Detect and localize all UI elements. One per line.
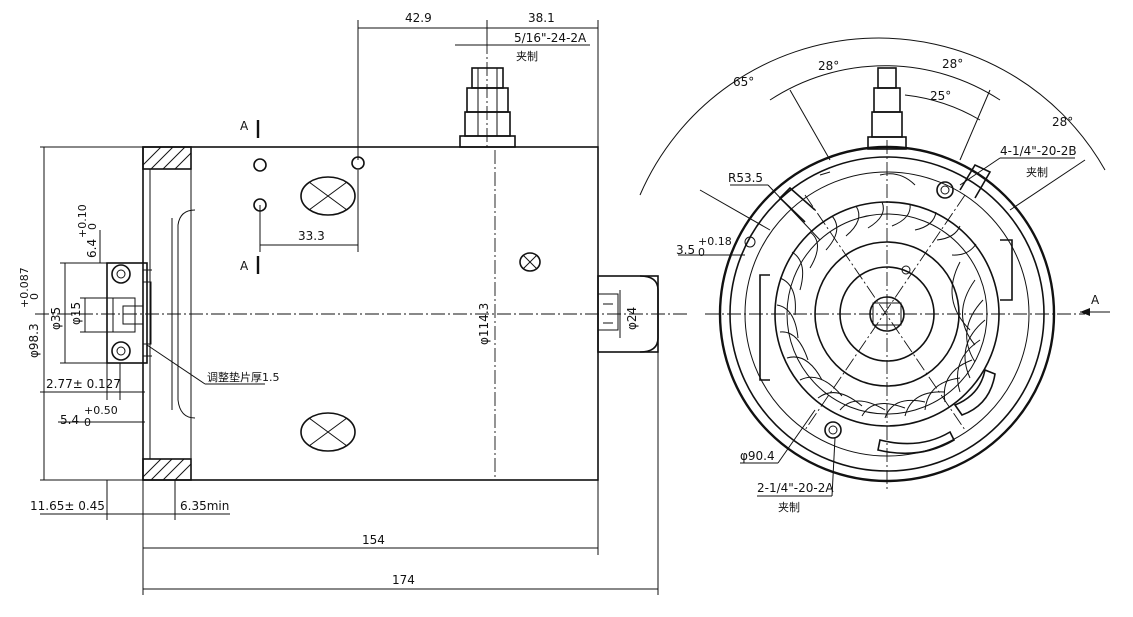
bearing-block xyxy=(106,262,148,364)
dim-3-5-tol2: 0 xyxy=(698,246,705,259)
thread-right-label: 4-1/4"-20-2B xyxy=(1000,144,1077,158)
angle-28-a: 28° xyxy=(818,59,839,73)
dim-3-5: 3.5 xyxy=(676,243,695,257)
dim-38-1: 38.1 xyxy=(528,11,555,25)
section-a-label-top: A xyxy=(240,119,249,133)
dim-6-4-tol: +0.10 xyxy=(76,204,89,238)
dim-11-65: 11.65± 0.45 xyxy=(30,499,105,513)
outer-housing-circle xyxy=(718,145,1056,483)
end-cap-hatch-bottom xyxy=(142,458,192,481)
angle-28-b: 28° xyxy=(942,57,963,71)
fan-blades xyxy=(776,201,986,419)
end-terminal-stud xyxy=(867,67,907,150)
dim-dia-98-3: φ98.3 xyxy=(27,323,41,358)
angle-28-c: 28° xyxy=(1052,115,1073,129)
end-hole xyxy=(824,421,842,439)
dim-3-5-tol: +0.18 xyxy=(698,235,732,248)
bearing-ball-bottom xyxy=(111,341,131,361)
dim-dia-114-3: φ114.3 xyxy=(477,303,491,345)
dim-6-4-tol2: 0 xyxy=(86,223,99,230)
dim-dia-90-4: φ90.4 xyxy=(740,449,775,463)
thread-bottom-label: 2-1/4"-20-2A xyxy=(757,481,834,495)
dim-5-4-tol: +0.50 xyxy=(84,404,118,417)
mount-hole xyxy=(253,158,267,172)
dim-dia-24: φ24 xyxy=(625,307,639,330)
dim-dia-35: φ35 xyxy=(49,307,63,330)
thread-bottom-note: 夹制 xyxy=(778,501,800,514)
bearing-ball-top xyxy=(111,264,131,284)
end-view: 65° 28° 28° 25° 28° 4-1/4"-20-2B 夹制 R53.… xyxy=(639,37,1110,514)
angle-25: 25° xyxy=(930,89,951,103)
fan-outer-circle xyxy=(774,201,1000,427)
thread-right-note: 夹制 xyxy=(1026,166,1048,179)
thread-top-label: 5/16"-24-2A xyxy=(514,31,587,45)
end-hole xyxy=(936,181,954,199)
side-view: A A 42.9 38.1 5/16"-24-2A 夹制 33.3 φ114.3… xyxy=(18,11,690,595)
section-a-label-bottom: A xyxy=(240,259,249,273)
dim-174: 174 xyxy=(392,573,415,587)
fan-inner-circle xyxy=(814,241,960,387)
dim-6-4: 6.4 xyxy=(85,239,99,258)
dim-r-53-5: R53.5 xyxy=(728,171,763,185)
bearing-note: 调整垫片厚1.5 xyxy=(207,370,280,384)
dim-42-9: 42.9 xyxy=(405,11,432,25)
dim-dia-15: φ15 xyxy=(69,302,83,325)
angle-65: 65° xyxy=(733,75,754,89)
motor-housing xyxy=(142,146,599,481)
dim-dia-98-tol2: 0 xyxy=(28,293,41,300)
vent-x-bottom xyxy=(300,412,356,452)
vent-x-small xyxy=(519,252,541,272)
dim-6-35: 6.35min xyxy=(180,499,229,513)
output-shaft xyxy=(597,275,659,353)
dim-33-3: 33.3 xyxy=(298,229,325,243)
thread-top-note: 夹制 xyxy=(516,50,538,63)
dim-2-77: 2.77± 0.127 xyxy=(46,377,121,391)
dim-154: 154 xyxy=(362,533,385,547)
vent-x-top xyxy=(300,176,356,216)
dim-dia-98-tol: +0.087 xyxy=(18,267,31,308)
shaft-circle xyxy=(869,296,905,332)
terminal-stud xyxy=(459,40,516,150)
view-a-label: A xyxy=(1091,293,1100,307)
end-cap-hatch-top xyxy=(142,146,192,170)
dim-5-4: 5.4 xyxy=(60,413,79,427)
dim-5-4-tol2: 0 xyxy=(84,416,91,429)
